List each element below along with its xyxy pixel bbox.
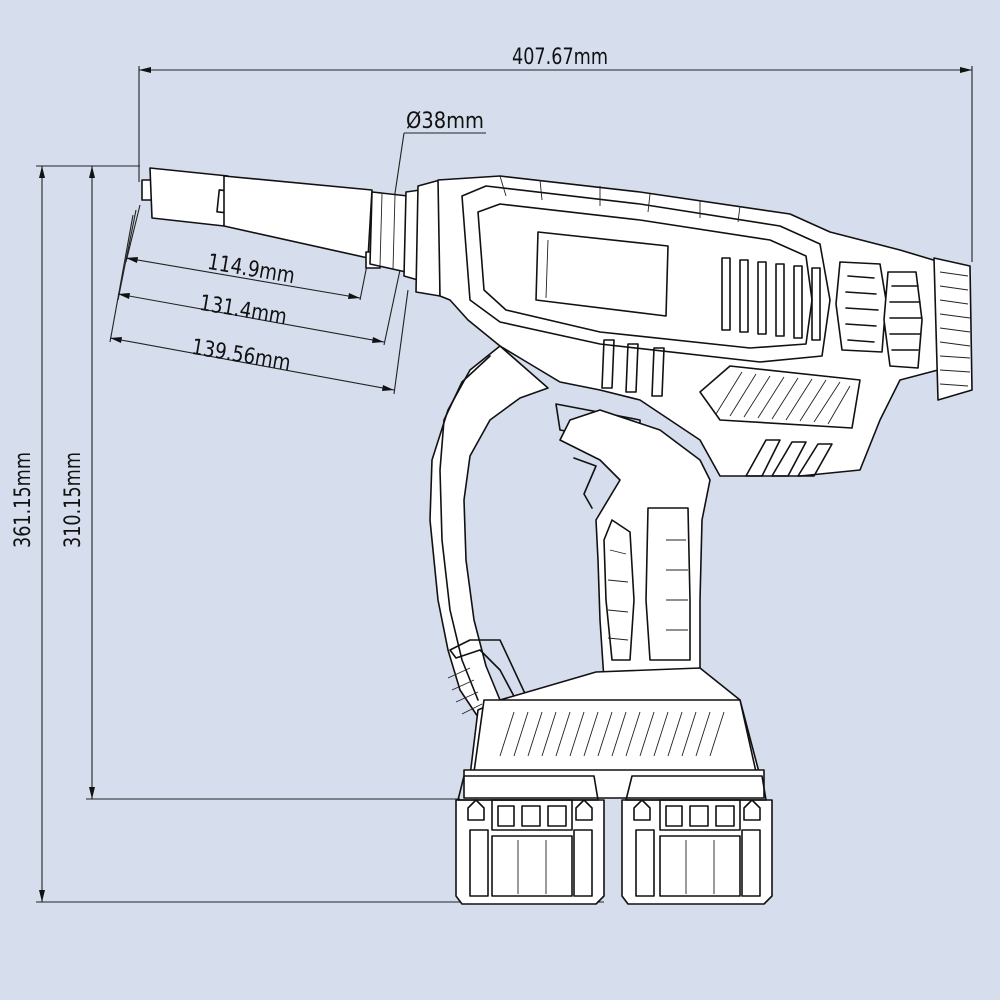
side-vents [699, 365, 861, 477]
power-tool-outline [141, 167, 973, 905]
shaft-length-3-label: 139.56mm [190, 335, 293, 376]
battery-pack-left [455, 775, 605, 905]
diameter-label: Ø38mm [406, 109, 484, 134]
tool-battery-base [463, 667, 765, 799]
dimension-overall-length: 407.67mm [138, 45, 973, 262]
tool-handle [559, 409, 711, 681]
top-rib-grip [721, 257, 821, 341]
dimension-diameter: Ø38mm [393, 109, 486, 201]
shaft-length-2-label: 131.4mm [198, 291, 289, 330]
shaft-length-1-label: 114.9mm [206, 250, 297, 289]
tool-main-housing [437, 175, 973, 483]
overall-length-label: 407.67mm [512, 45, 608, 70]
height-to-battery-label: 310.15mm [61, 452, 86, 548]
tool-shaft [141, 167, 441, 297]
tool-front-guard [429, 345, 549, 721]
dimension-height-to-battery: 310.15mm [61, 165, 460, 800]
battery-pack-right [621, 775, 773, 905]
total-height-label: 361.15mm [11, 452, 36, 548]
